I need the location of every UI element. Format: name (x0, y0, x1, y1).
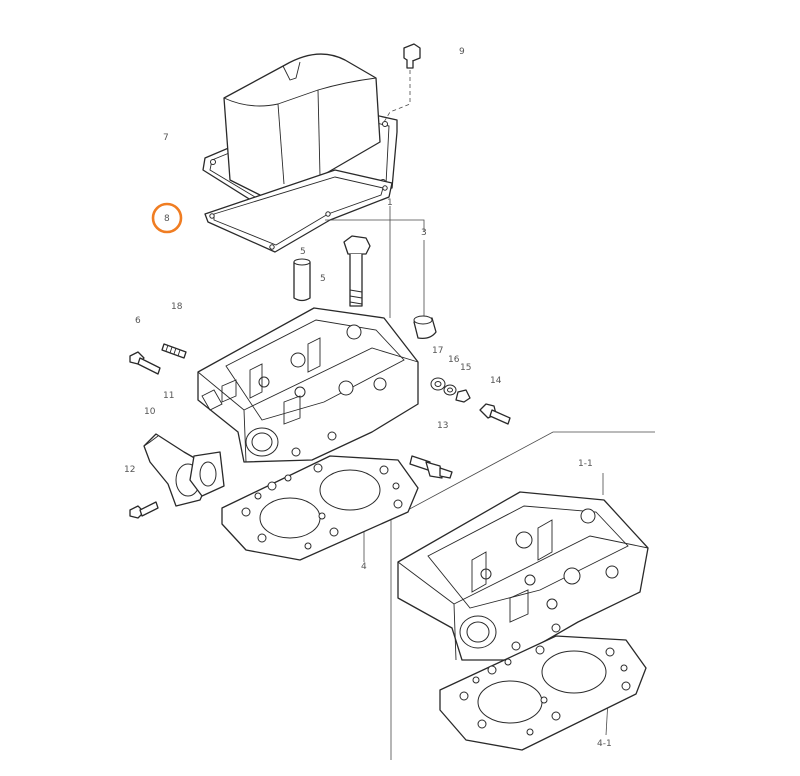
callout-12: 12 (124, 465, 135, 475)
cylinder-head (197, 307, 419, 463)
callout-16: 16 (448, 355, 460, 365)
callout-5a: 5 (300, 247, 306, 257)
callout-17: 17 (432, 346, 443, 356)
washers (430, 377, 471, 403)
bolt-12 (129, 501, 159, 519)
temperature-sensor (409, 455, 453, 479)
plug-cap (413, 315, 437, 340)
bolt-14 (479, 403, 511, 425)
stud (161, 343, 187, 359)
head-gasket (221, 455, 419, 561)
callout-13: 13 (437, 421, 448, 431)
callout-6: 6 (135, 316, 141, 326)
callout-3: 3 (421, 228, 427, 238)
callout-10: 10 (144, 407, 156, 417)
callout-8: 8 (164, 214, 170, 224)
callout-11: 11 (163, 391, 174, 401)
callout-4-1: 4-1 (597, 739, 612, 749)
callout-15: 15 (460, 363, 471, 373)
callout-14: 14 (490, 376, 502, 386)
bolt-6 (129, 351, 161, 375)
cover-gasket (204, 169, 393, 253)
callout-5b: 5 (320, 274, 326, 284)
head-gasket-assembly (439, 635, 647, 751)
breather-bolt (383, 43, 421, 123)
highlight-ring (151, 202, 183, 234)
head-bolt (343, 235, 371, 307)
cylinder-head-assembly (397, 491, 649, 661)
callout-1-1: 1-1 (578, 459, 593, 469)
outlet-gasket (189, 451, 225, 497)
callout-7: 7 (163, 133, 169, 143)
push-sleeve (293, 258, 311, 302)
callout-18: 18 (171, 302, 183, 312)
callout-9: 9 (459, 47, 465, 57)
callout-1: 1 (387, 198, 393, 208)
callout-4: 4 (361, 562, 367, 572)
